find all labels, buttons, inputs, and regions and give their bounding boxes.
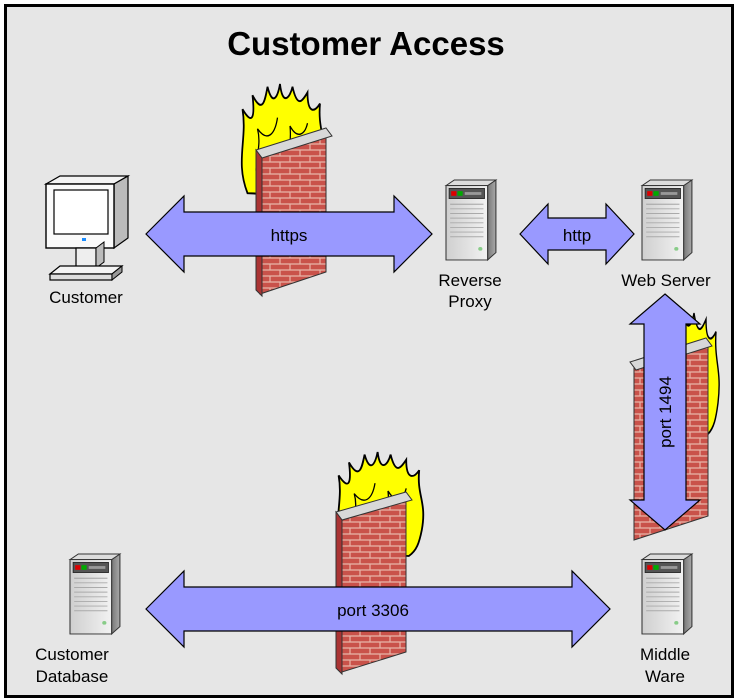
- customer-database-server-icon: [69, 553, 121, 635]
- customer-computer-icon: [43, 174, 131, 282]
- http-label: http: [563, 226, 591, 245]
- customer-database-label-line-1: Customer: [35, 645, 109, 664]
- port-1494-label: port 1494: [656, 376, 675, 448]
- customer-database-label-line-2: Database: [36, 667, 109, 686]
- http-arrow: [519, 202, 635, 266]
- middleware-server-icon: [641, 553, 693, 635]
- reverse-proxy-label-line-2: Proxy: [448, 292, 492, 311]
- port-3306-label: port 3306: [337, 601, 409, 620]
- firewall-3-icon: [335, 451, 425, 676]
- https-arrow: [145, 194, 433, 274]
- middleware-label-line-2: Ware: [645, 667, 685, 686]
- customer-label: Customer: [49, 288, 123, 307]
- reverse-proxy-label-line-1: Reverse: [438, 271, 501, 290]
- port-1494-arrow: [628, 293, 702, 531]
- port-3306-arrow: [145, 569, 611, 649]
- web-server-icon: [641, 179, 693, 261]
- https-label: https: [271, 226, 308, 245]
- diagram-title: Customer Access: [227, 25, 505, 62]
- reverse-proxy-server-icon: [445, 179, 497, 261]
- firewall-1-icon: [240, 83, 333, 298]
- web-server-label: Web Server: [621, 271, 711, 290]
- middleware-label-line-1: Middle: [640, 645, 690, 664]
